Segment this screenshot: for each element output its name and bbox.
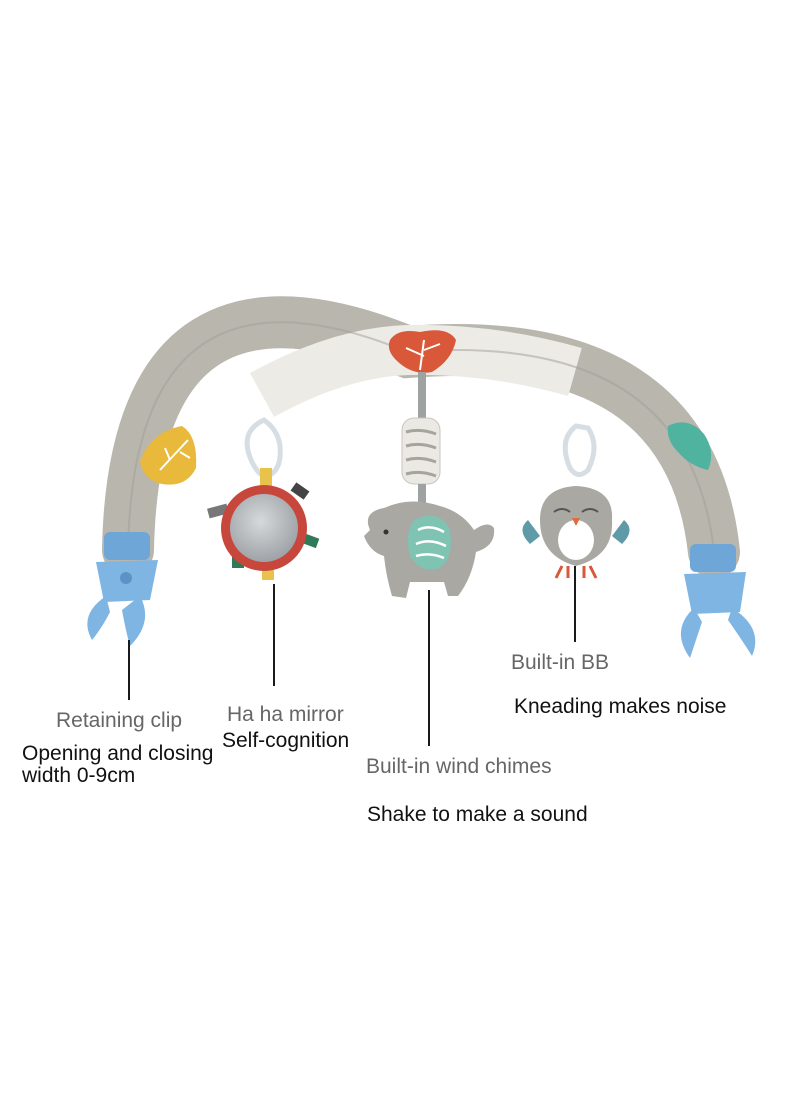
- clip-icon: [87, 532, 158, 646]
- mirror-icon: [207, 417, 320, 580]
- mirror-label-title: Ha ha mirror: [227, 703, 344, 726]
- clip-label-title: Retaining clip: [56, 709, 183, 732]
- clip-label-line2: width 0-9cm: [22, 764, 136, 787]
- bb-label-line1: Kneading makes noise: [514, 695, 727, 718]
- mirror-leader-line: [273, 584, 275, 686]
- clip-leader-line: [128, 640, 130, 700]
- mirror-label-line1: Self-cognition: [222, 729, 350, 752]
- elephant-icon: [364, 372, 495, 598]
- bb-leader-line: [574, 566, 576, 642]
- leaf-icon: [140, 426, 197, 485]
- clip-icon: [680, 544, 756, 658]
- chimes-label-title: Built-in wind chimes: [366, 755, 552, 778]
- chimes-label-line1: Shake to make a sound: [367, 803, 588, 826]
- leaf-icon: [388, 330, 456, 373]
- owl-icon: [522, 423, 630, 579]
- bb-label-title: Built-in BB: [511, 651, 610, 674]
- chimes-leader-line: [428, 590, 430, 746]
- leaf-icon: [667, 422, 712, 470]
- clip-label-line1: Opening and closing: [22, 742, 214, 765]
